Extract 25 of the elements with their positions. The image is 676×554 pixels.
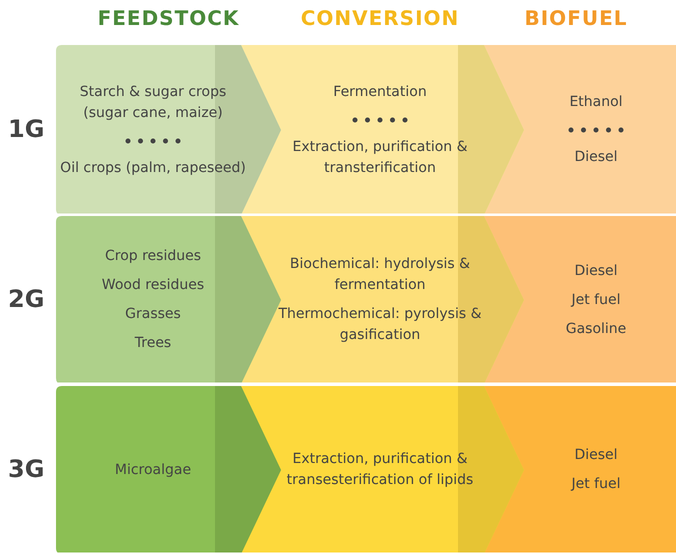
cell-text: Extraction, purification & transesterification of lipids [286, 450, 474, 490]
cell-text: Fermentation [333, 82, 427, 102]
cell-text: Thermochemical: pyrolysis & gasification [278, 305, 482, 345]
cell-text: Diesel [574, 262, 618, 280]
cell-text: Ethanol [569, 93, 623, 112]
cell-text: Jet fuel [572, 290, 620, 310]
cell-text: Starch & sugar crops (sugar cane, maize) [78, 82, 228, 122]
cell-text: Grasses [125, 305, 181, 324]
cell-text: Trees [134, 334, 172, 353]
cell-text: Diesel [574, 148, 618, 167]
column-heading: BIOFUEL [524, 6, 628, 30]
cell-text: Crop residues [104, 247, 202, 266]
row-label: 3G [8, 455, 44, 483]
cell-text: Microalgae [114, 460, 192, 480]
cell-text: Oil crops (palm, rapeseed) [60, 158, 246, 178]
cell-text: Jet fuel [572, 475, 620, 494]
row-label: 2G [8, 285, 44, 313]
cell-text: Gasoline [566, 320, 626, 338]
cell-text: Wood residues [102, 276, 204, 295]
cell-text: Biochemical: hydrolysis & fermentation [288, 255, 472, 295]
cell-text: Extraction, purification & transterification [291, 138, 469, 178]
column-heading: FEEDSTOCK [96, 6, 240, 30]
row-label: 1G [8, 115, 44, 143]
cell-text: Diesel [574, 446, 618, 465]
column-heading: CONVERSION [300, 6, 460, 30]
